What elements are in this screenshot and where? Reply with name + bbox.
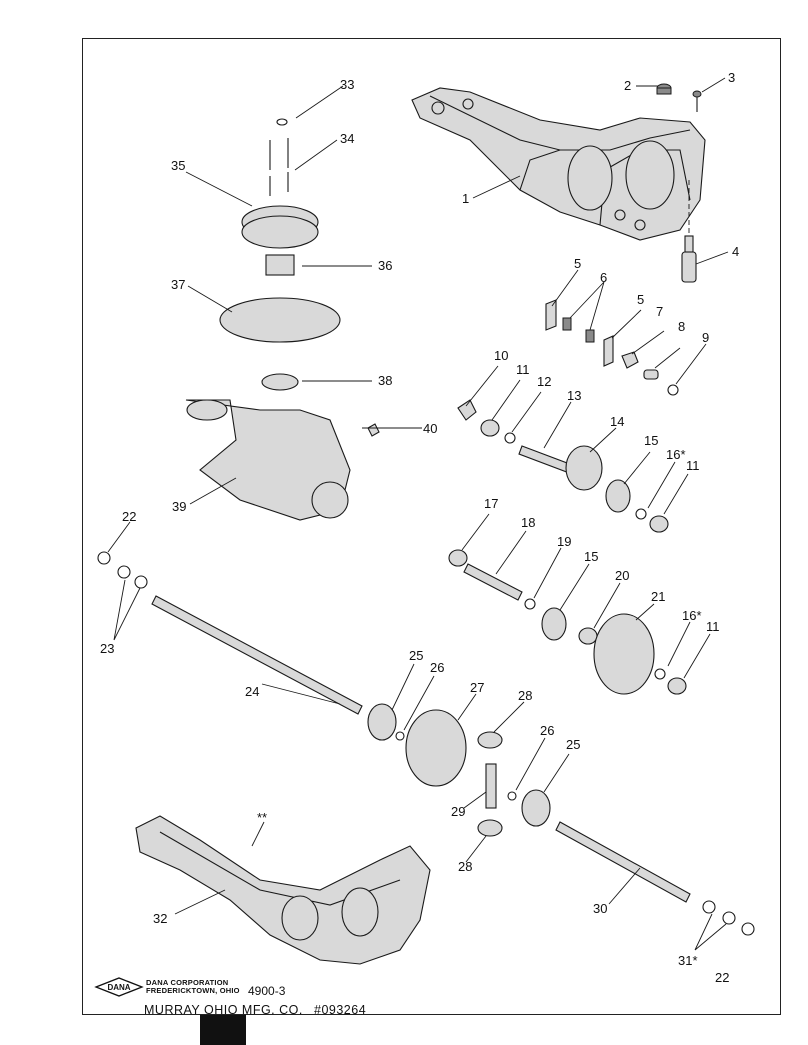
manufacturer-name: MURRAY OHIO MFG. CO. — [144, 1003, 303, 1017]
callout-26a: 26 — [430, 660, 444, 675]
callout-11c: 11 — [706, 619, 720, 634]
callout-24: 24 — [245, 684, 259, 699]
bottom-edge — [82, 1015, 781, 1045]
callout-6: 6 — [600, 270, 607, 285]
part-callouts: 1 2 3 4 5 6 5 7 8 9 10 11 12 13 14 15 16… — [100, 70, 739, 985]
part-number: #093264 — [314, 1003, 367, 1017]
callout-40: 40 — [423, 421, 437, 436]
callout-34: 34 — [340, 131, 354, 146]
callout-11a: 11 — [516, 362, 530, 377]
callout-26b: 26 — [540, 723, 554, 738]
callout-29: 29 — [451, 804, 465, 819]
callout-30: 30 — [593, 901, 607, 916]
callout-12: 12 — [537, 374, 551, 389]
callout-5a: 5 — [574, 256, 581, 271]
callout-11b: 11 — [686, 458, 700, 473]
leader-lines — [107, 77, 729, 951]
title-block: DANA DANA CORPORATION FREDERICKTOWN, OHI… — [92, 975, 512, 1017]
upper-housing — [411, 87, 706, 241]
callout-35: 35 — [171, 158, 185, 173]
callout-4: 4 — [732, 244, 739, 259]
callout-15a: 15 — [644, 433, 658, 448]
callout-16a: 16* — [666, 447, 686, 462]
pin-part-4 — [681, 180, 697, 283]
callout-28a: 28 — [518, 688, 532, 703]
callout-22a: 22 — [122, 509, 136, 524]
callout-13: 13 — [567, 388, 581, 403]
callout-10: 10 — [494, 348, 508, 363]
callout-15b: 15 — [584, 549, 598, 564]
corporation-name: DANA CORPORATION — [146, 978, 229, 987]
callout-39: 39 — [172, 499, 186, 514]
callout-double-star: ** — [257, 810, 267, 825]
callout-19: 19 — [557, 534, 571, 549]
pinion-assembly-29 — [477, 731, 503, 837]
shaft-assembly-13 — [457, 399, 669, 533]
callout-23: 23 — [100, 641, 114, 656]
callout-32: 32 — [153, 911, 167, 926]
callout-25a: 25 — [409, 648, 423, 663]
callout-9: 9 — [702, 330, 709, 345]
callout-21: 21 — [651, 589, 665, 604]
callout-38: 38 — [378, 373, 392, 388]
black-tab — [200, 1015, 246, 1045]
plug-part-2 — [656, 83, 672, 95]
right-axle-assembly — [507, 789, 755, 936]
callout-27: 27 — [470, 680, 484, 695]
callout-36: 36 — [378, 258, 392, 273]
callout-33: 33 — [340, 77, 354, 92]
callout-17: 17 — [484, 496, 498, 511]
callout-2: 2 — [624, 78, 631, 93]
callout-8: 8 — [678, 319, 685, 334]
lower-housing — [135, 815, 431, 965]
input-assembly — [185, 118, 380, 521]
callout-5b: 5 — [637, 292, 644, 307]
svg-text:DANA: DANA — [107, 983, 130, 992]
left-axle-assembly — [97, 551, 467, 787]
callout-37: 37 — [171, 277, 185, 292]
callout-25b: 25 — [566, 737, 580, 752]
corporation-block: DANA CORPORATION FREDERICKTOWN, OHIO — [146, 979, 240, 995]
dana-logo-icon: DANA — [94, 977, 144, 997]
shaft-assembly-18 — [448, 549, 687, 695]
callout-20: 20 — [615, 568, 629, 583]
corporation-location: FREDERICKTOWN, OHIO — [146, 986, 240, 995]
drawing-frame — [82, 38, 781, 1015]
callout-16b: 16* — [682, 608, 702, 623]
callout-31: 31* — [678, 953, 698, 968]
callout-7: 7 — [656, 304, 663, 319]
document-number: 4900-3 — [248, 984, 286, 998]
callout-3: 3 — [728, 70, 735, 85]
callout-18: 18 — [521, 515, 535, 530]
callout-22b: 22 — [715, 970, 729, 985]
callout-1: 1 — [462, 191, 469, 206]
callout-28b: 28 — [458, 859, 472, 874]
callout-14: 14 — [610, 414, 624, 429]
screw-part-3 — [692, 90, 702, 112]
